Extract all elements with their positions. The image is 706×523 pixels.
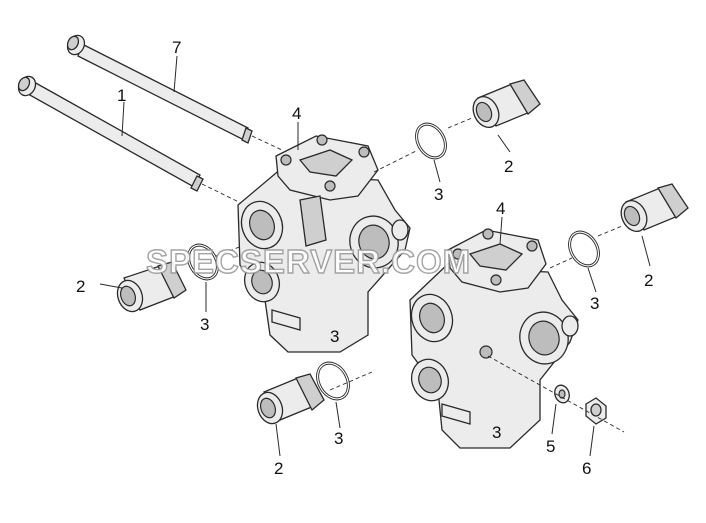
callout-nut: 6 <box>582 459 591 478</box>
body-mark-right: 3 <box>492 423 501 442</box>
leader-lines <box>99 55 651 457</box>
seal-ring-3-left <box>187 243 243 281</box>
seal-ring-3-bottom <box>316 361 350 401</box>
body-mark-left: 3 <box>330 327 339 346</box>
valve-body-left <box>237 134 411 353</box>
washer-5 <box>554 384 570 404</box>
seal-ring-3-top <box>373 122 447 173</box>
callout-washer: 5 <box>546 437 555 456</box>
callout-seal-ring-bottom: 3 <box>334 429 343 448</box>
fitting-2-bottom <box>256 371 373 425</box>
seal-ring-3-right <box>549 230 600 269</box>
bolt-1 <box>17 75 246 206</box>
callout-fitting-top: 2 <box>504 157 513 176</box>
watermark-text: SPECSERVER.COM <box>146 243 471 280</box>
callout-seal-ring-left: 3 <box>200 315 209 334</box>
callout-fitting-left: 2 <box>76 277 85 296</box>
nut-6 <box>585 397 607 425</box>
fitting-2-left <box>116 261 187 313</box>
callout-valve-cover-right: 4 <box>496 199 505 218</box>
callout-seal-ring-right: 3 <box>590 294 599 313</box>
fitting-2-top <box>447 79 541 129</box>
callout-fitting-bottom: 2 <box>274 459 283 478</box>
callout-seal-ring-top: 3 <box>434 185 443 204</box>
callout-valve-cover-left: 4 <box>292 104 301 123</box>
bolt-7 <box>66 34 283 151</box>
fitting-2-right <box>597 183 689 237</box>
valve-body-right <box>409 228 579 449</box>
callout-bolt-long: 1 <box>117 86 126 105</box>
callout-bolt-short: 7 <box>172 38 181 57</box>
callout-fitting-right: 2 <box>644 271 653 290</box>
